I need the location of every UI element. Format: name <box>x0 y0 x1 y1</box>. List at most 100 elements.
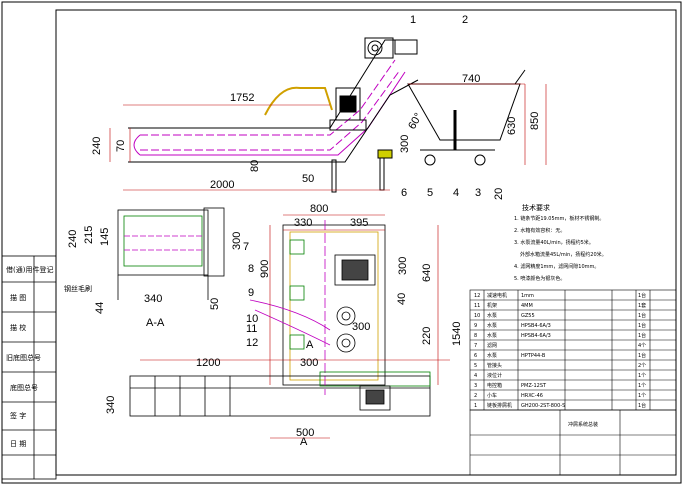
dim-44: 44 <box>94 302 106 314</box>
parts-cell-name: 液位计 <box>487 372 502 379</box>
parts-cell-no: 8 <box>474 333 477 339</box>
parts-cell-spec: PMZ-12ST <box>521 383 547 389</box>
dim-300-top: 300 <box>399 135 411 153</box>
dim-340-aa: 340 <box>144 293 162 305</box>
parts-cell-name: 水泵 <box>487 332 497 339</box>
callout-6: 6 <box>401 187 407 199</box>
dim-800: 800 <box>310 203 328 215</box>
dim-850: 850 <box>529 112 541 130</box>
callout-8: 8 <box>248 263 254 275</box>
note-5: 5. 喷漆颜色为银灰色。 <box>514 275 565 282</box>
callout-3: 3 <box>475 187 481 199</box>
note-3: 3. 水泵流量40L/min，扬程约5米。 <box>514 239 594 246</box>
dim-20: 20 <box>493 188 505 200</box>
parts-cell-qty: 1个 <box>638 373 646 379</box>
dimension-lines-top <box>109 83 547 191</box>
parts-cell-name: 电控箱 <box>487 382 502 389</box>
section-a-a <box>117 207 225 300</box>
margin-label-1: 借(通)用件登记 <box>6 265 53 274</box>
inner-frame <box>55 9 677 476</box>
parts-cell-name: 链板排屑机 <box>487 402 512 409</box>
parts-cell-name: 管接头 <box>487 362 502 369</box>
dim-330: 330 <box>294 217 312 229</box>
margin-label-5: 底图总号 <box>10 383 38 392</box>
parts-cell-spec: HPSB4-6A/3 <box>521 323 551 329</box>
dim-300-plan2: 300 <box>352 321 370 333</box>
parts-cell-name: 滤网 <box>487 342 497 349</box>
parts-cell-qty: 1个 <box>638 393 646 399</box>
dim-2000: 2000 <box>210 179 234 191</box>
parts-cell-no: 2 <box>474 393 477 399</box>
bottom-side-view <box>129 371 431 417</box>
parts-cell-no: 6 <box>474 353 477 359</box>
parts-cell-spec: HPSB4-6A/3 <box>521 333 551 339</box>
parts-cell-spec: 1mm <box>521 293 534 299</box>
parts-cell-no: 12 <box>474 293 480 299</box>
callout-12: 12 <box>246 337 258 349</box>
dim-300-plan: 300 <box>397 257 409 275</box>
margin-label-7: 日 期 <box>10 440 26 448</box>
dimension-lines-plan <box>140 214 450 439</box>
dim-300-plan3: 300 <box>300 357 318 369</box>
callout-2: 2 <box>462 14 468 26</box>
parts-cell-qty: 4个 <box>638 343 646 349</box>
parts-cell-spec: 4MM <box>521 303 533 309</box>
dim-1200: 1200 <box>196 357 220 369</box>
parts-cell-qty: 1台 <box>638 322 646 329</box>
parts-cell-no: 5 <box>474 363 477 369</box>
parts-cell-qty: 1套 <box>638 302 646 309</box>
parts-cell-qty: 1个 <box>638 383 646 389</box>
parts-cell-no: 1 <box>474 403 477 409</box>
callout-10: 10 <box>246 313 258 325</box>
section-title: A-A <box>146 317 165 329</box>
margin-label-2: 描 图 <box>10 293 26 302</box>
callout-7: 7 <box>243 241 249 253</box>
notes-title: 技术要求 <box>522 203 550 212</box>
parts-cell-name: 减速电机 <box>487 292 507 299</box>
conveyor-side-view <box>128 37 526 193</box>
parts-cell-qty: 1台 <box>638 352 646 359</box>
plan-arrow-a-top: A <box>306 339 314 351</box>
dim-50-top: 50 <box>302 173 314 185</box>
callout-1: 1 <box>410 14 416 26</box>
callout-11: 11 <box>246 323 257 335</box>
tech-notes: 技术要求 1. 链条节距19.05mm，板材不锈钢制。 2. 水箱有效容积：无。… <box>514 203 607 282</box>
left-margin-blocks <box>1 255 57 480</box>
parts-cell-no: 11 <box>474 303 480 309</box>
dim-395: 395 <box>350 217 368 229</box>
parts-cell-spec: HRXC-46 <box>521 393 543 399</box>
dim-80: 80 <box>249 160 261 172</box>
dim-900: 900 <box>259 260 271 278</box>
dim-630: 630 <box>506 117 518 135</box>
margin-label-4: 旧底图总号 <box>6 353 41 362</box>
note-2: 2. 水箱有效容积：无。 <box>514 227 565 234</box>
parts-cell-name: 机架 <box>487 302 497 309</box>
dim-340-plan: 340 <box>105 396 117 414</box>
parts-cell-qty: 1台 <box>638 402 646 409</box>
title-block <box>469 409 677 476</box>
dim-300-aa: 300 <box>231 232 243 250</box>
callout-9: 9 <box>248 287 254 299</box>
parts-cell-no: 3 <box>474 383 477 389</box>
callout-5: 5 <box>427 187 433 199</box>
parts-cell-spec: HPTP44-B <box>521 353 546 359</box>
note-3b: 外部水箱流量45L/min，扬程约20米。 <box>520 251 607 258</box>
dim-500: 500 <box>296 427 314 439</box>
section-note: 钢丝毛刷 <box>64 284 92 293</box>
note-4: 4. 滤网精度1mm，滤网间隙10mm。 <box>514 263 599 270</box>
parts-cell-qty: 1台 <box>638 312 646 319</box>
dim-40: 40 <box>396 293 408 305</box>
parts-cell-spec: GH200-2ST-800-S <box>521 403 565 409</box>
dim-740: 740 <box>462 73 480 85</box>
parts-cell-qty: 1台 <box>638 332 646 339</box>
dim-240-aa: 240 <box>67 230 79 248</box>
parts-cell-name: 小车 <box>487 392 497 399</box>
margin-label-3: 描 校 <box>10 323 26 332</box>
dim-1752: 1752 <box>230 92 254 104</box>
parts-cell-qty: 1台 <box>638 292 646 299</box>
parts-cell-no: 7 <box>474 343 477 349</box>
parts-cell-spec: GZ55 <box>521 313 535 319</box>
